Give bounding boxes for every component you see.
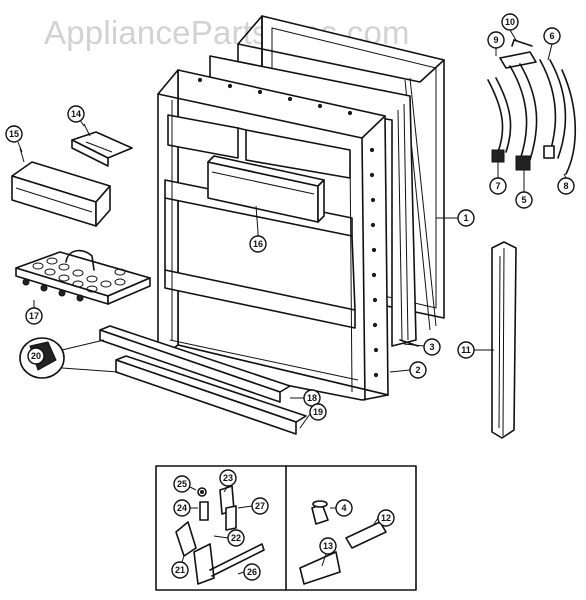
svg-text:16: 16: [253, 239, 263, 249]
callout-12: 12: [377, 509, 395, 527]
callout-13: 13: [319, 537, 337, 555]
svg-text:27: 27: [255, 501, 265, 511]
callout-7: 7: [489, 177, 507, 195]
callout-3: 3: [423, 338, 441, 356]
svg-text:6: 6: [549, 31, 554, 41]
svg-text:20: 20: [31, 351, 41, 361]
svg-text:9: 9: [493, 35, 498, 45]
callout-17: 17: [25, 307, 43, 325]
svg-text:22: 22: [231, 533, 241, 543]
callout-27: 27: [251, 497, 269, 515]
callout-16: 16: [249, 235, 267, 253]
svg-text:15: 15: [9, 129, 19, 139]
svg-text:8: 8: [563, 181, 568, 191]
callout-8: 8: [557, 177, 575, 195]
callout-22: 22: [227, 529, 245, 547]
detail-box: [155, 465, 417, 591]
callout-21: 21: [171, 561, 189, 579]
svg-text:7: 7: [495, 181, 500, 191]
callout-20: 20: [27, 347, 45, 365]
dairy-compartment: [11, 147, 111, 227]
callout-26: 26: [243, 563, 261, 581]
callout-15: 15: [5, 125, 23, 143]
callout-6: 6: [543, 27, 561, 45]
hinge-hardware: [175, 485, 265, 585]
svg-text:10: 10: [505, 17, 515, 27]
svg-text:25: 25: [177, 479, 187, 489]
callout-10: 10: [501, 13, 519, 31]
callout-4: 4: [335, 499, 353, 517]
callout-5: 5: [515, 191, 533, 209]
callout-23: 23: [219, 469, 237, 487]
svg-text:1: 1: [463, 213, 468, 223]
callout-14: 14: [67, 105, 85, 123]
callout-1: 1: [457, 209, 475, 227]
door-bin: [207, 155, 325, 233]
callout-2: 2: [409, 361, 427, 379]
door-handle: [491, 241, 517, 439]
svg-text:13: 13: [323, 541, 333, 551]
door-liner: [157, 69, 389, 401]
callout-24: 24: [173, 499, 191, 517]
svg-text:21: 21: [175, 565, 185, 575]
svg-text:19: 19: [313, 407, 323, 417]
callout-19: 19: [309, 403, 327, 421]
callout-11: 11: [457, 341, 475, 359]
svg-text:4: 4: [341, 503, 346, 513]
hinge-cover-parts: [299, 500, 387, 585]
svg-text:11: 11: [461, 345, 471, 355]
callout-25: 25: [173, 475, 191, 493]
svg-text:5: 5: [521, 195, 526, 205]
hinge-parts: [487, 39, 577, 175]
svg-text:23: 23: [223, 473, 233, 483]
svg-text:17: 17: [29, 311, 39, 321]
svg-text:18: 18: [307, 393, 317, 403]
svg-text:2: 2: [415, 365, 420, 375]
trim-strips: [99, 325, 307, 435]
svg-text:12: 12: [381, 513, 391, 523]
svg-text:26: 26: [247, 567, 257, 577]
dairy-cover: [71, 123, 133, 167]
leader-lines: [17, 29, 567, 575]
svg-text:14: 14: [71, 109, 81, 119]
callout-9: 9: [487, 31, 505, 49]
egg-tray: [15, 249, 151, 312]
svg-text:24: 24: [177, 503, 187, 513]
svg-text:3: 3: [429, 342, 434, 352]
